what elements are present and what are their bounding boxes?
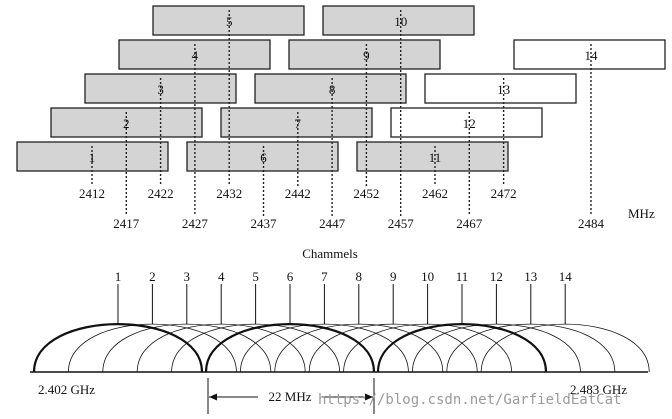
- frequency-label-3: 2422: [148, 186, 174, 201]
- channel-number-8: 8: [356, 269, 363, 284]
- channel-arc-10: [343, 323, 512, 373]
- channel-box-6: [186, 141, 339, 172]
- frequency-label-2: 2417: [113, 216, 140, 231]
- channel-arc-9: [308, 323, 478, 373]
- channel-number-3: 3: [184, 269, 191, 284]
- high-frequency-label: 2.483 GHz: [570, 382, 627, 397]
- channel-number-10: 10: [421, 269, 434, 284]
- channel-arc-8: [274, 323, 444, 373]
- frequency-label-11: 2462: [422, 186, 448, 201]
- frequency-label-13: 2472: [491, 186, 517, 201]
- frequency-label-7: 2442: [285, 186, 311, 201]
- channel-arc-2: [68, 323, 237, 373]
- channel-arc-7: [240, 323, 409, 373]
- channel-box-13: [424, 73, 577, 104]
- channel-number-14: 14: [559, 269, 573, 284]
- channel-box-11: [356, 141, 509, 172]
- channel-box-12: [390, 107, 543, 138]
- channel-arc-4: [136, 323, 306, 373]
- channel-box-label-9: 9: [363, 48, 370, 63]
- channel-arc-5: [171, 323, 340, 373]
- channel-number-12: 12: [490, 269, 503, 284]
- channel-arc-13: [446, 323, 616, 373]
- frequency-label-5: 2432: [216, 186, 242, 201]
- channel-arc-3: [102, 323, 272, 373]
- channel-number-7: 7: [321, 269, 328, 284]
- channel-box-10: [322, 5, 475, 36]
- channel-box-label-7: 7: [295, 116, 302, 131]
- channel-box-label-5: 5: [226, 14, 233, 29]
- channel-number-2: 2: [149, 269, 156, 284]
- channel-number-13: 13: [524, 269, 537, 284]
- channel-box-14: [513, 39, 666, 70]
- channel-box-label-6: 6: [260, 150, 267, 165]
- upper-channel-boxes: 1234567891011121314241224172422242724322…: [16, 5, 666, 231]
- channel-arc-14: [480, 323, 650, 373]
- low-frequency-label: 2.402 GHz: [38, 382, 95, 397]
- channel-arc-1: [32, 323, 204, 373]
- channel-arc-11: [376, 323, 548, 373]
- channel-box-label-3: 3: [157, 82, 164, 97]
- bandwidth-label: 22 MHz: [269, 389, 312, 404]
- channel-box-8: [254, 73, 407, 104]
- bandwidth-indicator: 22 MHz: [207, 378, 375, 414]
- frequency-label-6: 2437: [251, 216, 278, 231]
- channel-box-label-14: 14: [585, 48, 599, 63]
- channel-number-1: 1: [115, 269, 122, 284]
- frequency-label-10: 2457: [388, 216, 415, 231]
- channel-arc-6: [204, 323, 376, 373]
- frequency-label-1: 2412: [79, 186, 105, 201]
- channel-box-label-12: 12: [463, 116, 476, 131]
- channels-title: Chammels: [302, 246, 358, 261]
- channel-box-label-8: 8: [329, 82, 336, 97]
- channel-number-11: 11: [456, 269, 469, 284]
- channel-box-label-13: 13: [497, 82, 510, 97]
- channel-number-6: 6: [287, 269, 294, 284]
- frequency-label-8: 2447: [319, 216, 346, 231]
- channel-box-9: [288, 39, 441, 70]
- channel-arc-12: [412, 323, 581, 373]
- channel-box-label-2: 2: [123, 116, 130, 131]
- frequency-label-4: 2427: [182, 216, 209, 231]
- channel-box-label-1: 1: [89, 150, 96, 165]
- unit-label: MHz: [628, 206, 655, 221]
- channel-box-label-10: 10: [394, 14, 407, 29]
- channel-number-4: 4: [218, 269, 225, 284]
- watermark: https://blog.csdn.net/GarfieldEatCat: [318, 392, 621, 408]
- frequency-label-12: 2467: [456, 216, 483, 231]
- channel-box-label-4: 4: [192, 48, 199, 63]
- channel-number-9: 9: [390, 269, 397, 284]
- channel-box-7: [220, 107, 373, 138]
- frequency-label-9: 2452: [353, 186, 379, 201]
- frequency-label-14: 2484: [578, 216, 605, 231]
- channel-number-5: 5: [252, 269, 259, 284]
- channel-box-label-11: 11: [429, 150, 442, 165]
